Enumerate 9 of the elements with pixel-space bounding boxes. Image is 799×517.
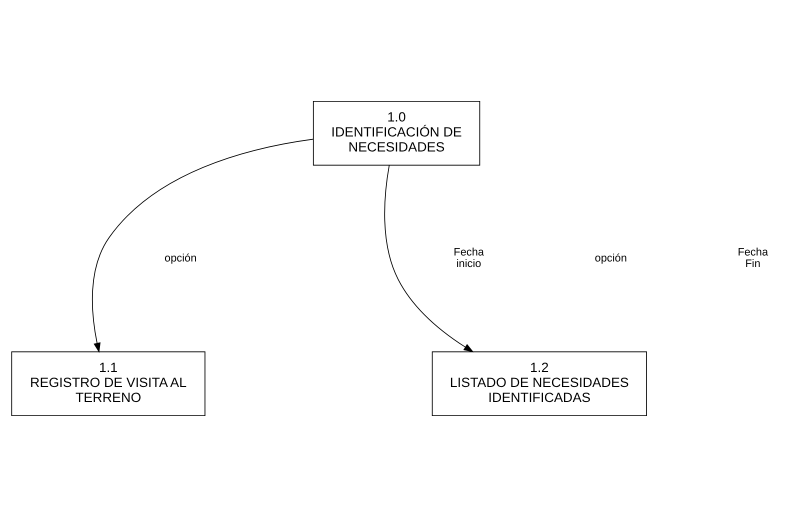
arrow [384,164,474,352]
node-box: 1.1 REGISTRO DE VISITA AL TERRENO [11,351,206,416]
label: opción [164,252,197,264]
node-box: 1.2 LISTADO DE NECESIDADES IDENTIFICADAS [432,351,647,416]
arrow [92,138,314,353]
label: Fecha inicio [454,246,484,270]
label: opción [594,252,627,264]
label: Fecha Fin [738,246,768,270]
node-box: 1.0 IDENTIFICACIÓN DE NECESIDADES [312,100,480,166]
